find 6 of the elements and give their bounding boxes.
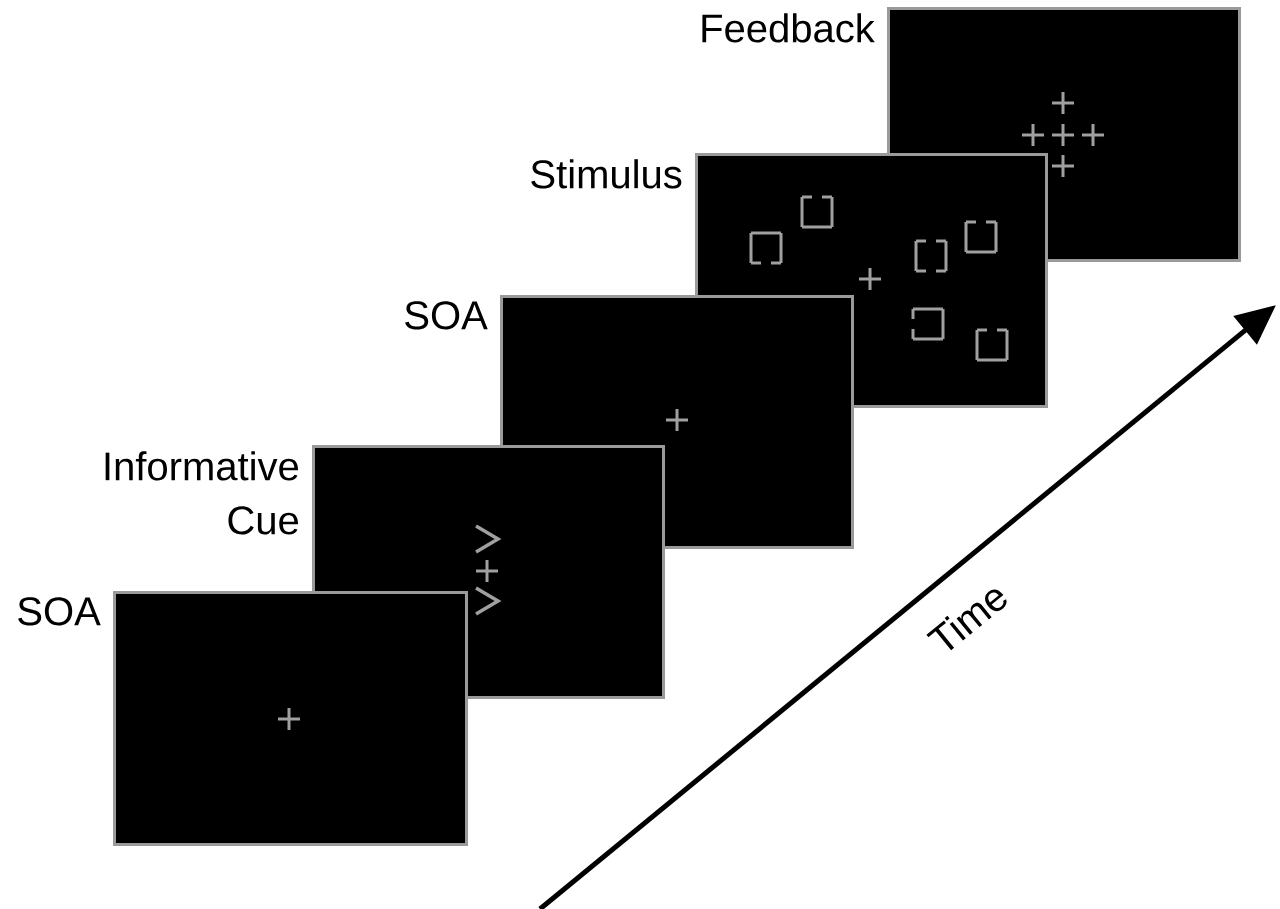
screen-label: Feedback (702, 13, 875, 43)
screen-label: SOA (18, 597, 101, 626)
screen-label: Stimulus (531, 159, 682, 189)
axis-label: Time (926, 589, 1007, 651)
screen-label: Informative Cue (105, 451, 298, 535)
screen-label: SOA (405, 301, 488, 330)
